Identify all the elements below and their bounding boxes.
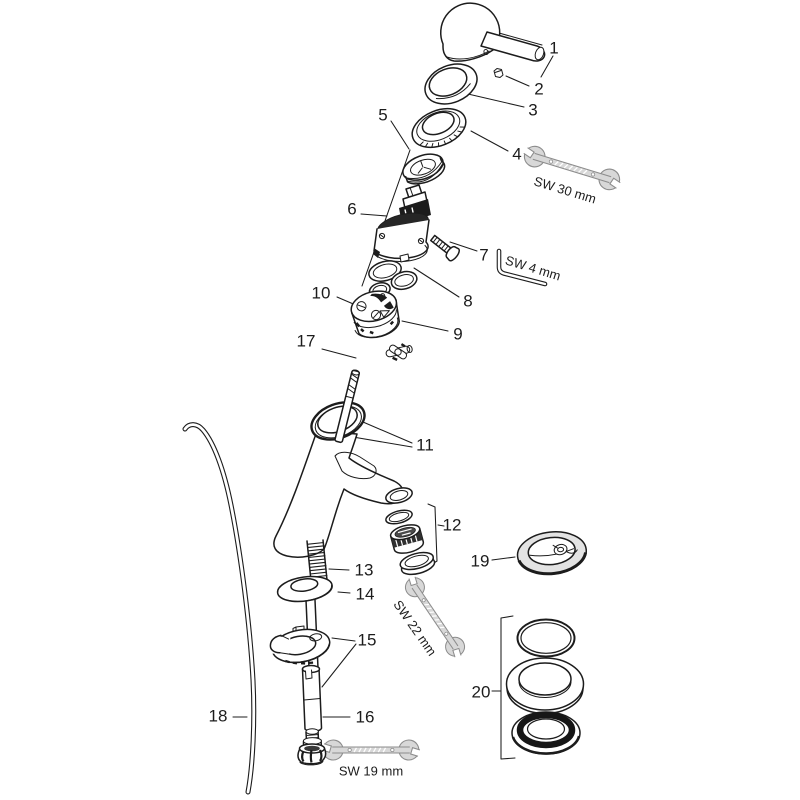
leader-13 bbox=[328, 568, 350, 571]
callout-19: 19 bbox=[471, 552, 490, 571]
callout-17: 17 bbox=[297, 332, 316, 351]
leader-4 bbox=[470, 130, 509, 152]
body-top-ring bbox=[310, 401, 366, 441]
part-15-sleeve bbox=[301, 664, 323, 733]
leader-9 bbox=[401, 320, 449, 332]
leader-19 bbox=[491, 556, 516, 561]
leader-2 bbox=[505, 75, 530, 87]
leader-17 bbox=[321, 348, 357, 359]
part-15-mounting-set bbox=[264, 628, 331, 733]
part-19-waste-ring bbox=[516, 531, 588, 576]
part-20-o-ring bbox=[516, 618, 576, 658]
callout-1: 1 bbox=[549, 39, 558, 58]
part-5-threaded-insert bbox=[402, 153, 446, 185]
tool-label-sw22: SW 22 mm bbox=[390, 597, 439, 658]
leader-3 bbox=[467, 93, 525, 108]
part-11-faucet-body bbox=[273, 369, 413, 558]
part-7-screw bbox=[430, 234, 460, 262]
callout-12: 12 bbox=[443, 516, 462, 535]
tool-label-sw30: SW 30 mm bbox=[532, 173, 598, 206]
part-6-cartridge bbox=[373, 184, 431, 263]
callout-5: 5 bbox=[378, 106, 387, 125]
callout-18: 18 bbox=[209, 707, 228, 726]
part-9-10-valve-disc bbox=[350, 290, 401, 339]
callout-13: 13 bbox=[355, 561, 374, 580]
part-2-set-screw bbox=[493, 68, 504, 78]
tool-hex-key-sw4 bbox=[496, 248, 548, 287]
tool-wrench-sw19 bbox=[312, 734, 430, 766]
callout-7: 7 bbox=[479, 246, 488, 265]
part-18-pull-rod bbox=[182, 422, 257, 795]
callout-20: 20 bbox=[472, 683, 491, 702]
leader-8 bbox=[413, 267, 460, 298]
leader-11 bbox=[352, 421, 413, 448]
callout-2: 2 bbox=[534, 80, 543, 99]
part-4-locking-nut bbox=[411, 107, 467, 149]
callout-9: 9 bbox=[453, 325, 462, 344]
part-1-handle bbox=[440, 2, 546, 62]
callout-labels: 1 2 3 4 5 6 7 8 9 10 11 12 13 14 15 16 1… bbox=[209, 39, 559, 727]
leader-7 bbox=[449, 241, 478, 252]
callout-15: 15 bbox=[358, 631, 377, 650]
leader-lines bbox=[232, 32, 554, 760]
leader-15 bbox=[321, 637, 357, 688]
leader-1b bbox=[540, 55, 554, 78]
part-20-flange bbox=[505, 657, 585, 715]
part-20-seal-ring bbox=[511, 711, 581, 755]
tool-label-sw19: SW 19 mm bbox=[339, 764, 403, 779]
part-17-coupling bbox=[385, 343, 413, 361]
callout-16: 16 bbox=[356, 708, 375, 727]
callout-8: 8 bbox=[463, 292, 472, 311]
leader-14 bbox=[337, 591, 351, 594]
callout-10: 10 bbox=[312, 284, 331, 303]
callout-6: 6 bbox=[347, 200, 356, 219]
callout-11: 11 bbox=[416, 436, 434, 455]
part-14-base-ring bbox=[276, 575, 333, 603]
callout-14: 14 bbox=[356, 585, 375, 604]
bracket-6 bbox=[360, 149, 411, 287]
callout-3: 3 bbox=[528, 101, 537, 120]
part-12-aerator-set bbox=[385, 509, 436, 576]
part-20-flange-set bbox=[505, 618, 585, 755]
leader-1 bbox=[498, 32, 543, 46]
callout-4: 4 bbox=[512, 145, 521, 164]
part-3-cover-ring bbox=[424, 63, 478, 105]
leader-5 bbox=[390, 120, 410, 150]
body-pin bbox=[334, 369, 361, 444]
part-16-rod-end bbox=[297, 728, 327, 766]
bracket-20 bbox=[491, 615, 516, 760]
